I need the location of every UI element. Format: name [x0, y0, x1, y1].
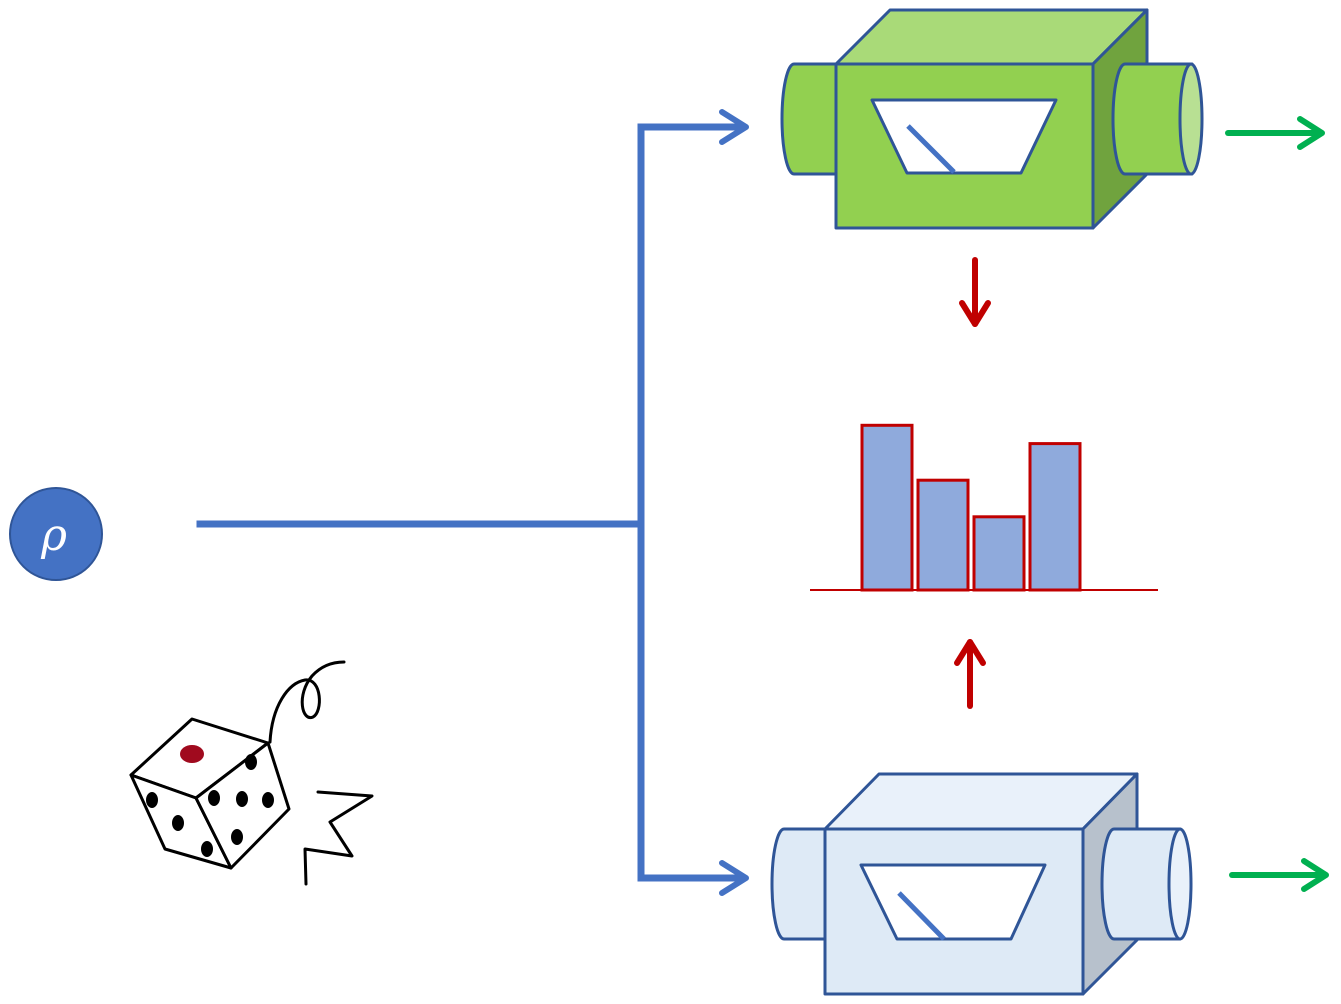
outcome-histogram	[810, 423, 1158, 592]
device-bottom-gauge-window	[859, 863, 1047, 941]
die-pip-red	[180, 745, 204, 763]
histogram-bar-2	[916, 478, 970, 592]
state-circle	[9, 487, 103, 581]
device-top-gauge-needle	[906, 124, 956, 174]
die-icon	[129, 717, 291, 870]
device-top-gauge-window	[870, 98, 1058, 175]
device-bottom-output-end	[1167, 827, 1193, 941]
classical-arrow-up	[954, 639, 986, 709]
wire-arrowheads	[719, 109, 749, 896]
histogram-bar-1	[860, 423, 914, 592]
device-bottom-input-cylinder	[770, 827, 828, 941]
output-arrow-top-head	[1297, 116, 1325, 150]
device-top-output-cylinder	[1111, 62, 1194, 176]
output-arrow-top	[1225, 116, 1325, 150]
output-arrow-bottom-head	[1301, 858, 1329, 892]
die-impact-burst	[303, 790, 374, 886]
device-bottom-output-cylinder	[1100, 827, 1182, 941]
classical-arrow-up-head	[954, 639, 986, 666]
arrowhead-top-branch	[719, 109, 749, 145]
quantum-state-node: ρ	[9, 487, 103, 581]
output-arrow-bottom	[1229, 858, 1329, 892]
classical-arrow-down	[959, 257, 991, 327]
device-top-input-cylinder	[780, 62, 840, 176]
die-pips	[146, 745, 274, 857]
measurement-device-bottom	[770, 772, 1193, 996]
measurement-device-top	[780, 8, 1204, 230]
histogram-bars	[860, 423, 1082, 592]
arrowhead-bottom-branch	[719, 860, 749, 896]
histogram-bar-4	[1028, 442, 1082, 592]
classical-arrow-down-head	[959, 300, 991, 327]
device-top-output-end	[1178, 62, 1204, 176]
device-bottom-gauge-needle	[897, 891, 946, 941]
quantum-wire	[196, 123, 744, 882]
die-spin-curl	[268, 660, 346, 744]
state-symbol: ρ	[40, 510, 67, 561]
histogram-bar-3	[972, 515, 1026, 592]
die-motion-lines	[268, 660, 374, 886]
